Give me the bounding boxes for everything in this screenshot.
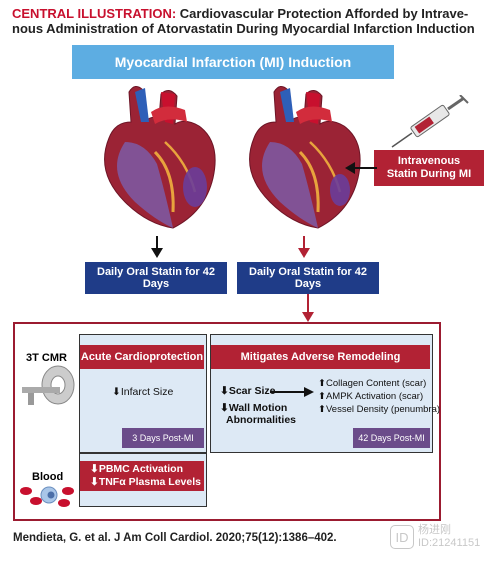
wall-motion-item: ⬇Wall Motion Abnormalities — [220, 402, 296, 426]
vessel-density-item: ⬆Vessel Density (penumbra) — [318, 404, 440, 416]
watermark: 杨进刚 ID:21241151 — [418, 524, 480, 550]
right-down-arrow-icon — [298, 236, 310, 258]
wall-motion-text-2: Abnormalities — [226, 414, 297, 426]
down-arrow-icon: ⬇ — [90, 476, 99, 488]
title-label: CENTRAL ILLUSTRATION: — [12, 6, 177, 21]
down-arrow-icon: ⬇ — [220, 402, 229, 414]
title-line-2: nous Administration of Atorvastatin Duri… — [12, 21, 475, 36]
up-arrow-icon: ⬆ — [318, 378, 326, 389]
scar-size-item: ⬇Scar Size — [220, 385, 276, 397]
blood-label: Blood — [32, 471, 64, 483]
scar-to-effects-arrow-icon — [270, 387, 314, 397]
arrow-to-heart-icon — [345, 162, 377, 174]
heart-left-icon — [104, 86, 216, 229]
pbmc-text: PBMC Activation — [98, 463, 184, 475]
mi-induction-banner: Myocardial Infarction (MI) Induction — [72, 45, 394, 79]
collagen-item: ⬆Collagen Content (scar) — [318, 378, 426, 390]
down-arrow-icon: ⬇ — [112, 386, 121, 398]
adverse-header: Mitigates Adverse Remodeling — [211, 345, 430, 369]
up-arrow-icon: ⬆ — [318, 404, 326, 415]
citation: Mendieta, G. et al. J Am Coll Cardiol. 2… — [13, 532, 337, 544]
infarct-size-text: Infarct Size — [120, 386, 174, 398]
intravenous-statin-box: Intravenous Statin During MI — [374, 150, 484, 186]
wall-motion-text-1: Wall Motion — [228, 402, 288, 414]
left-down-arrow-icon — [151, 236, 163, 258]
tnf-item: ⬇TNFα Plasma Levels — [90, 476, 201, 489]
watermark-name: 杨进刚 — [418, 524, 451, 536]
cmr-label: 3T CMR — [26, 352, 67, 364]
right-oral-statin-box: Daily Oral Statin for 42 Days — [237, 262, 379, 294]
results-frame — [13, 322, 441, 521]
title-line-1: CENTRAL ILLUSTRATION: Cardiovascular Pro… — [12, 6, 468, 21]
watermark-id: ID:21241151 — [418, 537, 481, 549]
up-arrow-icon: ⬆ — [318, 391, 326, 402]
intravenous-line-1: Intravenous — [397, 155, 461, 167]
pbmc-item: ⬇PBMC Activation — [90, 463, 183, 476]
tnf-text: TNFα Plasma Levels — [98, 476, 201, 488]
heart-right-icon — [249, 86, 361, 229]
down-arrow-icon: ⬇ — [220, 385, 229, 397]
scar-size-text: Scar Size — [228, 385, 276, 397]
adverse-timepoint-tag: 42 Days Post-MI — [353, 428, 430, 448]
down-arrow-icon: ⬇ — [90, 463, 99, 475]
ampk-text: AMPK Activation (scar) — [325, 391, 424, 402]
infarct-size-item: ⬇Infarct Size — [112, 386, 173, 398]
ampk-item: ⬆AMPK Activation (scar) — [318, 391, 423, 403]
blood-cells-icon — [20, 486, 74, 507]
watermark-logo-icon: ID — [390, 525, 414, 549]
intravenous-line-2: Statin During MI — [386, 168, 472, 180]
collagen-text: Collagen Content (scar) — [325, 378, 427, 389]
title-text-1: Cardiovascular Protection Afforded by In… — [179, 6, 469, 21]
mri-scanner-icon — [22, 365, 75, 405]
acute-timepoint-tag: 3 Days Post-MI — [122, 428, 204, 448]
vessel-density-text: Vessel Density (penumbra) — [325, 404, 441, 415]
acute-header: Acute Cardioprotection — [80, 345, 204, 369]
right-to-panel-arrow-icon — [302, 294, 314, 322]
blood-markers-box: ⬇PBMC Activation ⬇TNFα Plasma Levels — [80, 461, 204, 491]
left-oral-statin-box: Daily Oral Statin for 42 Days — [85, 262, 227, 294]
syringe-icon — [391, 95, 469, 148]
